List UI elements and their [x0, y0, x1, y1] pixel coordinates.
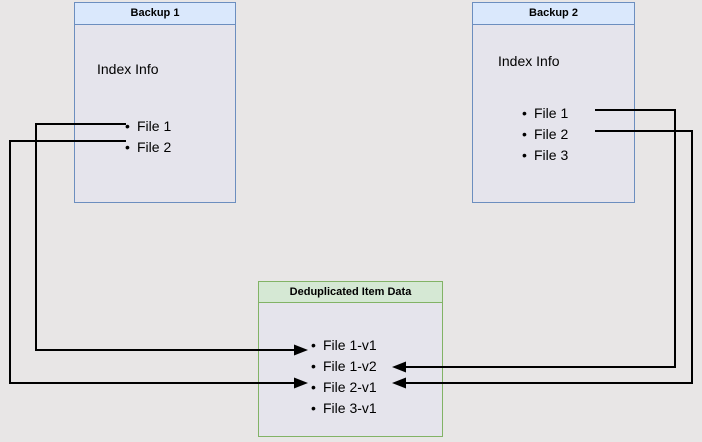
- dedup-title: Deduplicated Item Data: [259, 282, 442, 303]
- list-item: File 1: [125, 116, 171, 137]
- backup1-box: Backup 1 Index Info File 1 File 2: [74, 2, 236, 203]
- list-item: File 3: [522, 145, 568, 166]
- list-item: File 2: [125, 137, 171, 158]
- backup2-title-text: Backup 2: [529, 7, 578, 19]
- list-item: File 2: [522, 124, 568, 145]
- backup2-file-list: File 1 File 2 File 3: [520, 103, 568, 166]
- list-item: File 1-v2: [311, 356, 377, 377]
- backup1-title: Backup 1: [75, 3, 235, 25]
- list-item: File 1: [522, 103, 568, 124]
- dedup-item-list: File 1-v1 File 1-v2 File 2-v1 File 3-v1: [309, 335, 377, 419]
- list-item: File 3-v1: [311, 398, 377, 419]
- list-item: File 2-v1: [311, 377, 377, 398]
- list-item: File 1-v1: [311, 335, 377, 356]
- backup1-body: [75, 25, 235, 202]
- backup2-index-info-label: Index Info: [498, 53, 560, 69]
- backup2-box: Backup 2 Index Info File 1 File 2 File 3: [472, 2, 635, 203]
- backup1-file-list: File 1 File 2: [123, 116, 171, 158]
- backup2-title: Backup 2: [473, 3, 634, 25]
- dedup-title-text: Deduplicated Item Data: [289, 285, 412, 298]
- dedup-box: Deduplicated Item Data File 1-v1 File 1-…: [258, 281, 443, 437]
- backup1-title-text: Backup 1: [130, 7, 180, 19]
- backup1-index-info-label: Index Info: [97, 61, 159, 77]
